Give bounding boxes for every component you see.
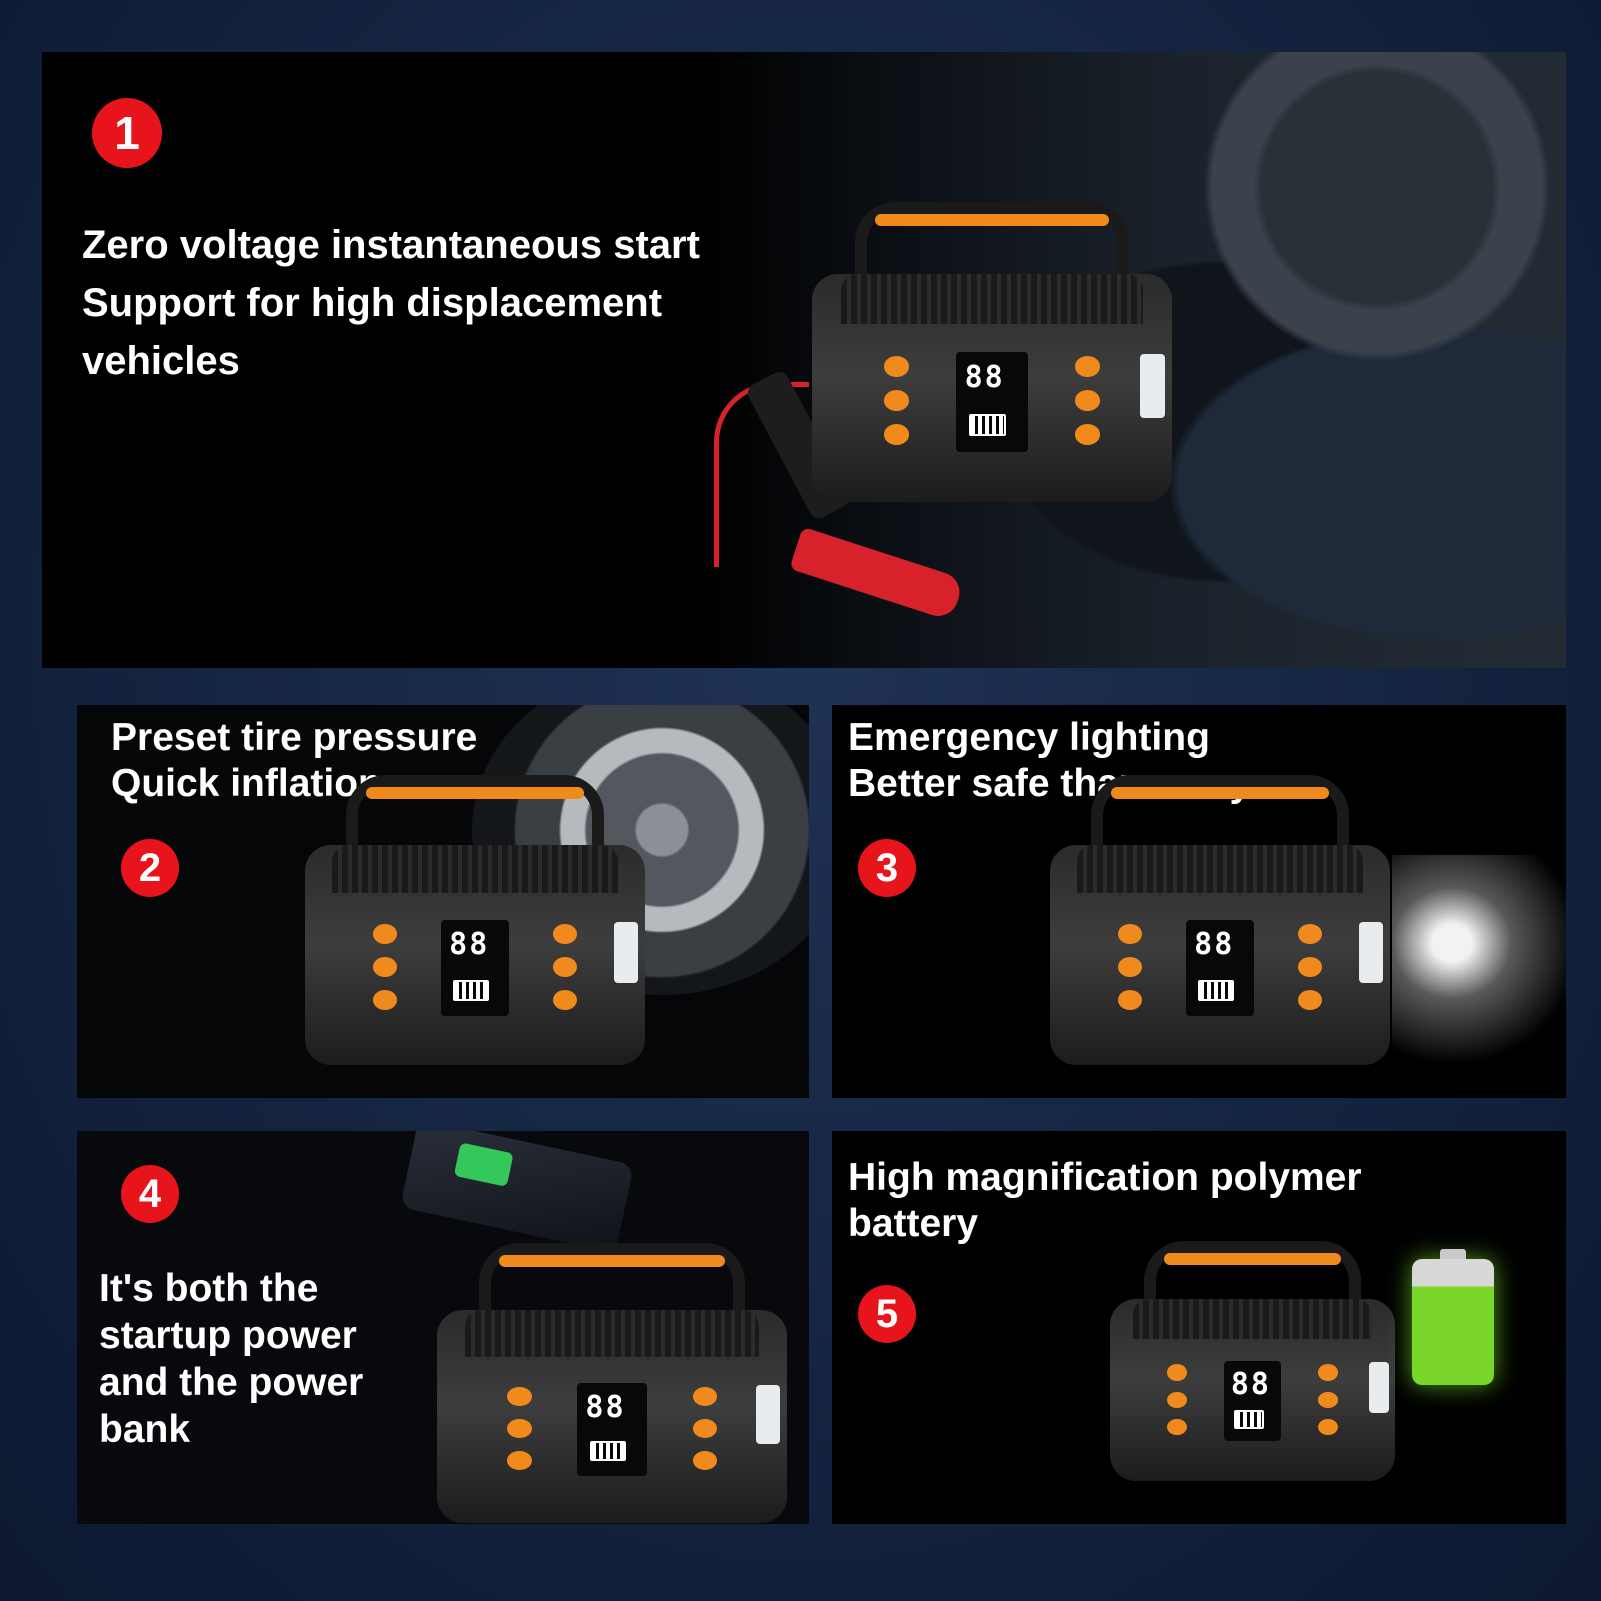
- panel-emergency-lighting: Emergency lighting Better safe than sorr…: [832, 705, 1566, 1098]
- panel-4-line-4: bank: [99, 1408, 191, 1451]
- light-device-icon: [1050, 775, 1390, 1065]
- step-badge-5: 5: [858, 1285, 916, 1343]
- panel-1-line-1: Zero voltage instantaneous start: [82, 223, 700, 267]
- panel-2-line-1: Preset tire pressure: [111, 716, 478, 759]
- battery-icon: [1412, 1249, 1494, 1385]
- panel-jump-start: 1 Zero voltage instantaneous start Suppo…: [42, 52, 1566, 668]
- panel-power-bank: 4 It's both the startup power and the po…: [77, 1131, 809, 1524]
- panel-1-line-3: vehicles: [82, 339, 240, 383]
- phone-image: [400, 1131, 634, 1253]
- panel-2-line-2: Quick inflation: [111, 762, 382, 805]
- battery-device-icon: [1110, 1241, 1395, 1481]
- panel-5-text: High magnification polymer battery: [848, 1155, 1362, 1247]
- panel-1-line-2: Support for high displacement: [82, 281, 663, 325]
- light-beam: [1392, 855, 1566, 1075]
- panel-polymer-battery: High magnification polymer battery 5: [832, 1131, 1566, 1524]
- panel-4-line-3: and the power: [99, 1361, 364, 1404]
- power-bank-device-icon: [437, 1243, 787, 1523]
- panel-1-text: Zero voltage instantaneous start Support…: [82, 216, 700, 390]
- panel-4-line-2: startup power: [99, 1314, 357, 1357]
- step-badge-3: 3: [858, 839, 916, 897]
- jump-starter-device-icon: [812, 202, 1172, 502]
- step-badge-2: 2: [121, 839, 179, 897]
- step-badge-4: 4: [121, 1165, 179, 1223]
- panel-2-text: Preset tire pressure Quick inflation: [111, 715, 477, 807]
- panel-tire-inflation: Preset tire pressure Quick inflation 2: [77, 705, 809, 1098]
- panel-4-line-1: It's both the: [99, 1267, 319, 1310]
- panel-4-text: It's both the startup power and the powe…: [99, 1265, 363, 1453]
- step-badge-1: 1: [92, 98, 162, 168]
- inflator-device-icon: [305, 775, 645, 1065]
- panel-3-line-1: Emergency lighting: [848, 716, 1210, 759]
- panel-5-line-1: High magnification polymer: [848, 1156, 1362, 1199]
- panel-5-line-2: battery: [848, 1202, 979, 1245]
